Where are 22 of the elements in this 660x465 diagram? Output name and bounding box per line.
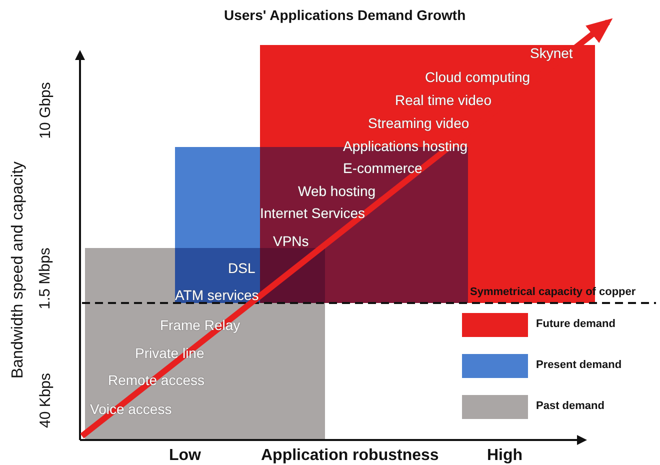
tick-label: 40 Kbps xyxy=(38,372,53,428)
application-label: DSL xyxy=(228,261,256,275)
legend-label: Past demand xyxy=(536,401,604,412)
axis-label: Low xyxy=(169,448,201,464)
tick-label: 1.5 Mbps xyxy=(37,247,52,309)
tick-label: 10 Gbps xyxy=(37,82,52,138)
application-label: ATM services xyxy=(175,288,259,302)
application-label: Streaming video xyxy=(368,116,470,130)
axis-title: Bandwidth speed and capacity xyxy=(10,161,26,379)
axis-label: High xyxy=(487,448,523,464)
application-label: Internet Services xyxy=(260,206,366,220)
application-label: Real time video xyxy=(395,93,492,107)
axis-title: Application robustness xyxy=(261,448,439,464)
application-label: Cloud computing xyxy=(425,70,530,84)
application-label: E-commerce xyxy=(343,161,422,175)
application-label: Skynet xyxy=(530,46,573,60)
application-label: VPNs xyxy=(273,234,309,248)
application-label: Web hosting xyxy=(298,184,376,198)
chart-title: Users' Applications Demand Growth xyxy=(224,8,466,22)
application-label: Applications hosting xyxy=(343,139,468,153)
legend-label: Present demand xyxy=(536,360,622,371)
legend-label: Future demand xyxy=(536,319,616,330)
